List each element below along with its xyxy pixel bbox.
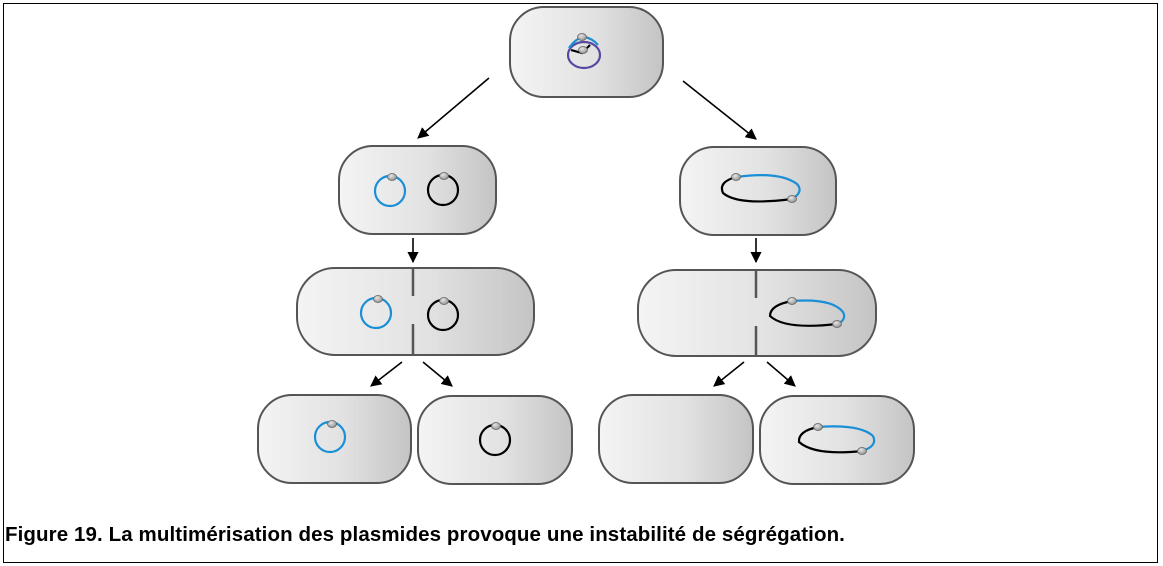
plasmid-dimer-blue-half (791, 299, 846, 326)
arrow-split-right-b (766, 361, 796, 387)
arrow-to-monomer-path (417, 77, 490, 139)
plasmid-dimer-blue-half (735, 174, 801, 200)
recombination-site-marker (787, 195, 797, 203)
dividing-cell-left (296, 267, 535, 356)
plasmid-dimer (566, 33, 602, 70)
daughter-cell-black-monomer (417, 395, 573, 485)
figure-caption: Figure 19. La multimérisation des plasmi… (5, 523, 845, 546)
daughter-cell-blue-monomer (257, 394, 412, 484)
arrow-split-left-b (422, 361, 453, 387)
arrow-to-dimer-path (682, 80, 757, 140)
recombination-site-marker (578, 46, 588, 54)
recombination-site-marker (491, 422, 501, 430)
recombination-site-marker (731, 173, 741, 181)
plasmid-dimer-blue-half (817, 425, 876, 453)
recombination-site-marker (387, 173, 397, 181)
cell-with-dimer (679, 146, 837, 236)
daughter-cell-with-dimer (759, 395, 915, 485)
recombination-site-marker (577, 33, 587, 41)
recombination-site-marker (857, 447, 867, 455)
figure-frame (3, 3, 1158, 563)
arrow-split-right-a (713, 361, 745, 387)
recombination-site-marker (787, 297, 797, 305)
recombination-site-marker (327, 420, 337, 428)
parent-cell (509, 6, 664, 98)
arrow-split-left-a (370, 361, 403, 387)
dividing-cell-right (637, 269, 877, 357)
plasmid-dimer-black-half (720, 175, 793, 203)
plasmid-segregation-diagram (257, 6, 915, 485)
daughter-cell-plasmid-free (598, 394, 754, 484)
recombination-site-marker (832, 320, 842, 328)
cell-with-two-monomers (338, 145, 497, 235)
recombination-site-marker (813, 423, 823, 431)
recombination-site-marker (439, 172, 449, 180)
recombination-site-marker (373, 295, 383, 303)
recombination-site-marker (439, 297, 449, 305)
plasmid-dimer-black-half (797, 425, 863, 454)
plasmid-dimer-black-half (768, 299, 838, 327)
